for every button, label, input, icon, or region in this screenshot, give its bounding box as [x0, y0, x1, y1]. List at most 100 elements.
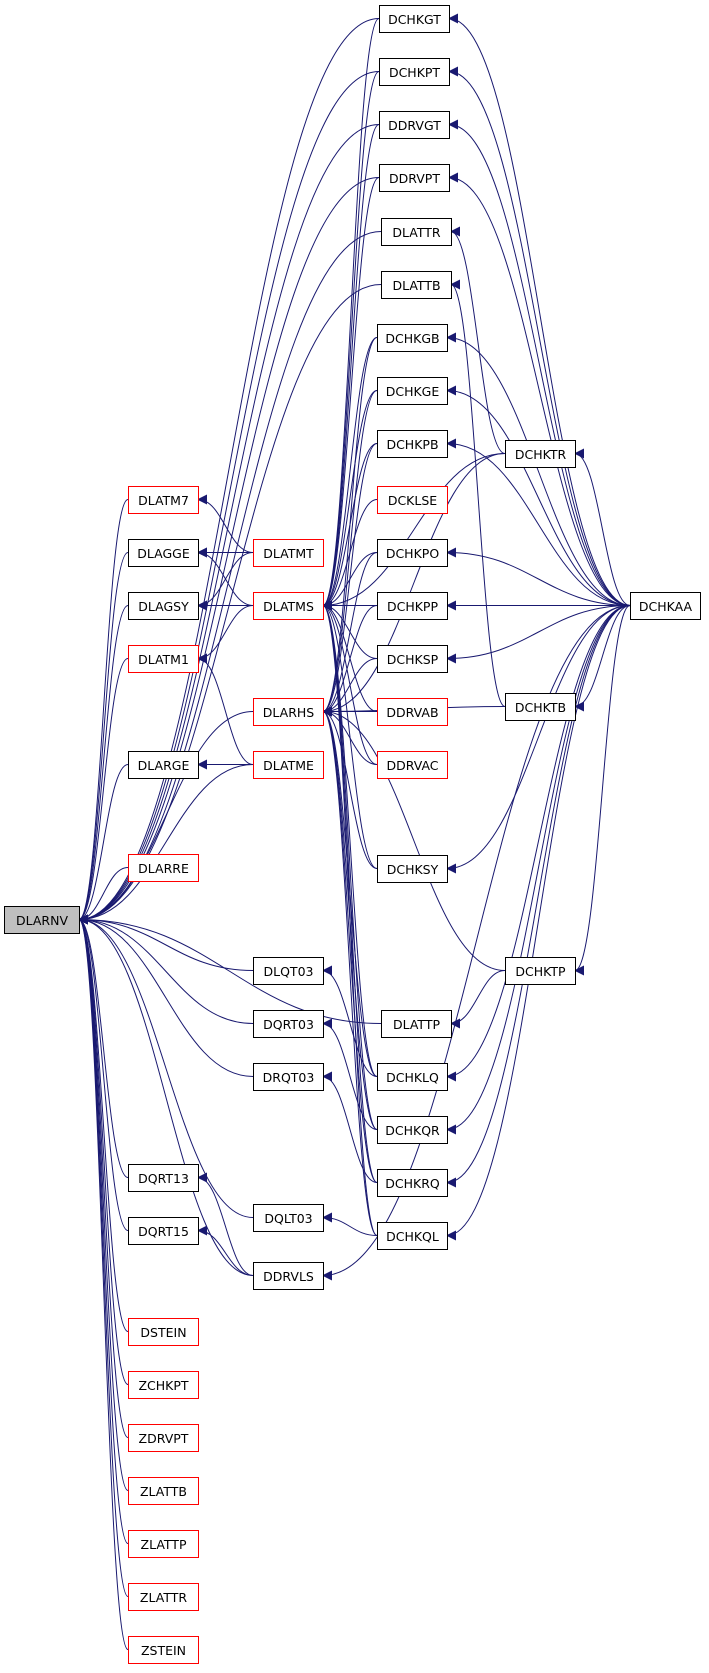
- node-dqrt13[interactable]: DQRT13: [128, 1164, 199, 1192]
- node-ddrvac[interactable]: DDRVAC: [377, 751, 448, 779]
- node-label: DLATME: [263, 758, 314, 773]
- node-ddrvpt[interactable]: DDRVPT: [379, 164, 450, 192]
- node-dlarge[interactable]: DLARGE: [128, 751, 199, 779]
- node-dchkql[interactable]: DCHKQL: [377, 1222, 448, 1250]
- node-dlatms[interactable]: DLATMS: [253, 592, 324, 620]
- edge-dchklq-to-dlatms: [322, 600, 378, 1077]
- node-label: DCHKPO: [386, 546, 439, 561]
- node-label: DLATM1: [138, 652, 189, 667]
- node-zlattp[interactable]: ZLATTP: [128, 1530, 199, 1558]
- node-dlqt03[interactable]: DLQT03: [253, 957, 324, 985]
- edge-dchksp-to-dlarhs: [322, 658, 378, 717]
- node-dqrt03[interactable]: DQRT03: [253, 1010, 324, 1038]
- node-label: DRQT03: [263, 1070, 315, 1085]
- node-dchktb[interactable]: DCHKTB: [505, 693, 576, 721]
- node-box: [630, 592, 701, 620]
- edge-dchkaa-to-ddrvgt: [448, 119, 631, 606]
- node-label: DCHKTB: [515, 700, 566, 715]
- node-dchkpt[interactable]: DCHKPT: [379, 58, 450, 86]
- node-box: [377, 751, 448, 779]
- node-label: DCHKSP: [387, 652, 439, 667]
- node-box: [128, 1530, 199, 1558]
- node-zstein[interactable]: ZSTEIN: [128, 1636, 199, 1664]
- node-label: DLAGGE: [137, 546, 190, 561]
- node-box: [253, 751, 324, 779]
- node-ddrvgt[interactable]: DDRVGT: [379, 111, 450, 139]
- node-dlagsy[interactable]: DLAGSY: [128, 592, 199, 620]
- node-dchkpb[interactable]: DCHKPB: [377, 430, 448, 458]
- node-dchkpo[interactable]: DCHKPO: [377, 539, 448, 567]
- node-zlattb[interactable]: ZLATTB: [128, 1477, 199, 1505]
- node-dlagge[interactable]: DLAGGE: [128, 539, 199, 567]
- edge-dchkgt-to-dlatms: [322, 18, 380, 611]
- edge-dchktr-to-dlarhs: [322, 453, 506, 717]
- node-dlattb[interactable]: DLATTB: [381, 271, 452, 299]
- node-box: [128, 1318, 199, 1346]
- node-dqlt03[interactable]: DQLT03: [253, 1204, 324, 1232]
- node-dstein[interactable]: DSTEIN: [128, 1318, 199, 1346]
- edge-zlattb-to-dlarnv: [78, 914, 129, 1491]
- node-dchksp[interactable]: DCHKSP: [377, 645, 448, 673]
- edge-dlatmt-to-dlatm7: [197, 494, 254, 553]
- node-label: DLATTR: [392, 225, 441, 240]
- node-dchkgb[interactable]: DCHKGB: [377, 324, 448, 352]
- node-ddrvab[interactable]: DDRVAB: [377, 698, 448, 726]
- node-label: DLATTP: [393, 1017, 441, 1032]
- node-label: DCHKPB: [386, 437, 438, 452]
- node-dlattr[interactable]: DLATTR: [381, 218, 452, 246]
- edge-dchkpb-to-dlarhs: [322, 443, 378, 717]
- node-dchktp[interactable]: DCHKTP: [505, 957, 576, 985]
- edge-ddrvpt-to-dlarnv: [78, 177, 380, 925]
- edge-dchkrq-to-drqt03: [322, 1071, 378, 1183]
- edge-dchkaa-to-dchkql: [446, 605, 631, 1241]
- edge-dchktb-to-dlattb: [450, 279, 506, 707]
- node-dchkpp[interactable]: DCHKPP: [377, 592, 448, 620]
- node-layer: DLARNVDCHKGTDCHKPTDDRVGTDDRVPTDLATTRDLAT…: [4, 5, 701, 1664]
- edge-zlattp-to-dlarnv: [78, 914, 129, 1544]
- node-box: [377, 645, 448, 673]
- node-dchkaa[interactable]: DCHKAA: [630, 592, 701, 620]
- node-box: [253, 957, 324, 985]
- node-box: [128, 592, 199, 620]
- edge-dchktr-to-dlattr: [450, 226, 506, 454]
- node-dlatme[interactable]: DLATME: [253, 751, 324, 779]
- node-box: [505, 440, 576, 468]
- node-box: [377, 855, 448, 883]
- node-zlattr[interactable]: ZLATTR: [128, 1583, 199, 1611]
- node-dlatmt[interactable]: DLATMT: [253, 539, 324, 567]
- edge-dqrt03-to-dlarnv: [78, 914, 254, 1024]
- node-dchkqr[interactable]: DCHKQR: [377, 1116, 448, 1144]
- node-dchksy[interactable]: DCHKSY: [377, 855, 448, 883]
- edge-dchkaa-to-dchktb: [574, 605, 631, 712]
- node-label: DQLT03: [264, 1211, 312, 1226]
- node-label: ZLATTR: [140, 1590, 187, 1605]
- node-dchklq[interactable]: DCHKLQ: [377, 1063, 448, 1091]
- node-label: DLQT03: [264, 964, 314, 979]
- node-label: DLATTB: [392, 278, 440, 293]
- node-dchktr[interactable]: DCHKTR: [505, 440, 576, 468]
- node-dlarhs[interactable]: DLARHS: [253, 698, 324, 726]
- node-dcklse[interactable]: DCKLSE: [377, 486, 448, 514]
- node-box: [377, 324, 448, 352]
- node-label: DCHKTR: [515, 447, 567, 462]
- node-label: DLARHS: [263, 705, 315, 720]
- edge-dchkaa-to-dchkgt: [448, 13, 631, 606]
- node-box: [379, 111, 450, 139]
- node-dqrt15[interactable]: DQRT15: [128, 1217, 199, 1245]
- node-dlarre[interactable]: DLARRE: [128, 854, 199, 882]
- node-dlattp[interactable]: DLATTP: [381, 1010, 452, 1038]
- edge-dchkaa-to-ddrvpt: [448, 172, 631, 606]
- node-ddrvls[interactable]: DDRVLS: [253, 1262, 324, 1290]
- node-dchkgt[interactable]: DCHKGT: [379, 5, 450, 33]
- node-zdrvpt[interactable]: ZDRVPT: [128, 1424, 199, 1452]
- edge-dchkaa-to-dchktp: [574, 605, 631, 976]
- node-dchkge[interactable]: DCHKGE: [377, 377, 448, 405]
- node-dlatm7[interactable]: DLATM7: [128, 486, 199, 514]
- node-drqt03[interactable]: DRQT03: [253, 1063, 324, 1091]
- node-dlatm1[interactable]: DLATM1: [128, 645, 199, 673]
- node-zchkpt[interactable]: ZCHKPT: [128, 1371, 199, 1399]
- node-dchkrq[interactable]: DCHKRQ: [377, 1169, 448, 1197]
- edge-dlattp-to-dlarnv: [78, 914, 382, 1024]
- edge-dstein-to-dlarnv: [78, 914, 129, 1332]
